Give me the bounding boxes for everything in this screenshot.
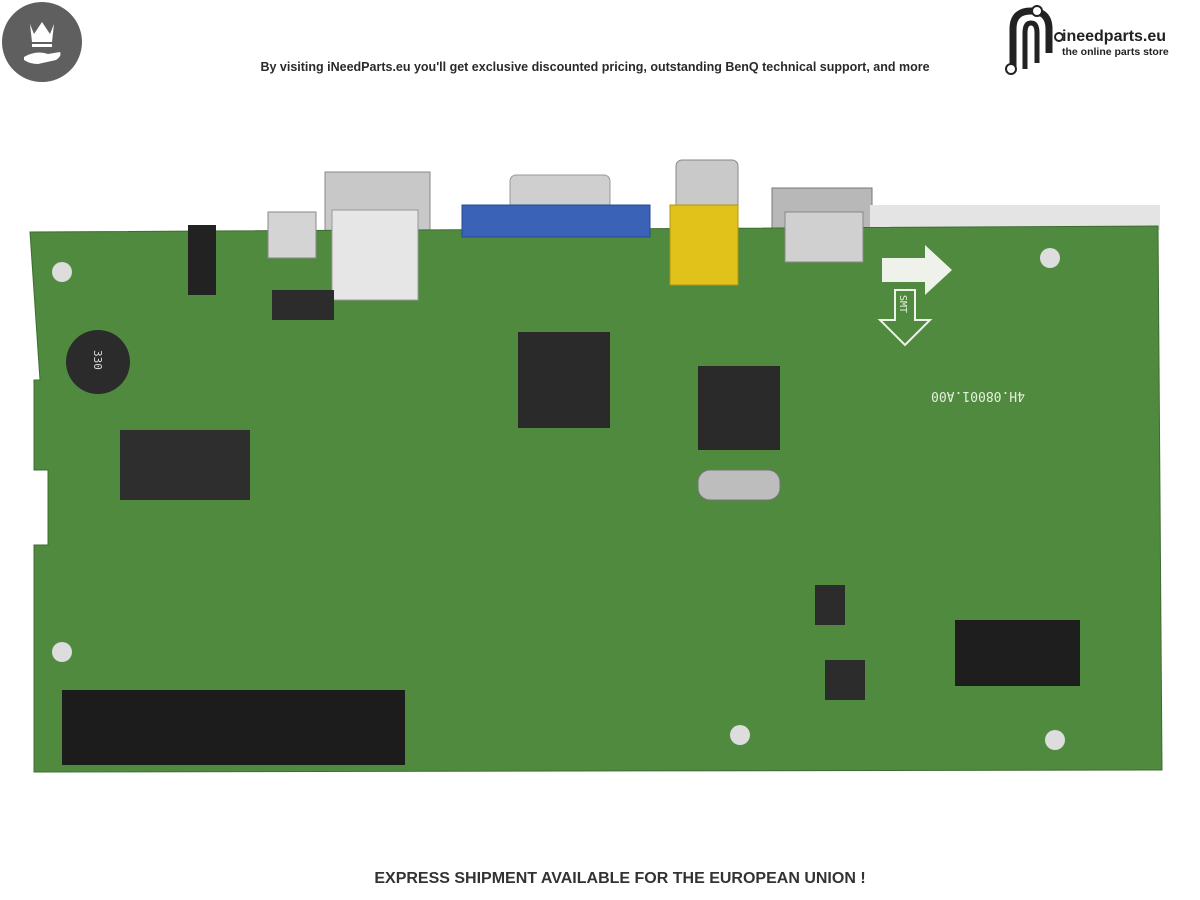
inductor — [66, 330, 130, 394]
inductor-label: 330 — [91, 350, 104, 370]
video-decoder-chip — [698, 366, 780, 450]
mount-hole — [730, 725, 750, 745]
shipping-banner: EXPRESS SHIPMENT AVAILABLE FOR THE EUROP… — [374, 870, 866, 887]
small-ic — [272, 290, 334, 320]
memory-chip — [120, 430, 250, 500]
mount-hole — [52, 642, 72, 662]
mount-hole — [52, 262, 72, 282]
smt-label: SMT — [897, 295, 908, 313]
arrow-right-marking — [882, 245, 952, 295]
rca-connector — [669, 204, 739, 286]
vga-connector — [461, 204, 651, 238]
mount-hole — [1040, 248, 1060, 268]
edge-connector — [62, 690, 405, 765]
ineedparts-logo[interactable] — [1003, 3, 1198, 75]
mini-usb-connector — [267, 211, 317, 259]
hdmi-connector — [784, 211, 864, 263]
header-pins — [955, 620, 1080, 686]
pcb-board — [29, 225, 1163, 773]
logo-mark-icon — [1005, 5, 1064, 75]
audio-jack — [188, 225, 216, 295]
smt-arrow-marking — [877, 289, 933, 347]
rca-barrel — [675, 159, 739, 211]
s-video-connector — [331, 209, 419, 301]
promo-tagline: By visiting iNeedParts.eu you'll get exc… — [260, 60, 930, 74]
ic-small-3 — [825, 660, 865, 700]
ic-small-2 — [815, 585, 845, 625]
main-chip — [518, 332, 610, 428]
crystal — [697, 469, 781, 501]
logo-name: ineedparts.eu — [1062, 28, 1167, 45]
logo-subtitle: the online parts store — [1062, 46, 1169, 58]
board-label: 4H.08001.A00 — [931, 388, 1025, 403]
crown-hand-badge-icon — [2, 2, 82, 82]
crown-hand-icon — [24, 22, 61, 64]
pcb-product-photo: 4H.08001.A00 SMT 330 — [29, 159, 1163, 773]
mount-hole — [1045, 730, 1065, 750]
